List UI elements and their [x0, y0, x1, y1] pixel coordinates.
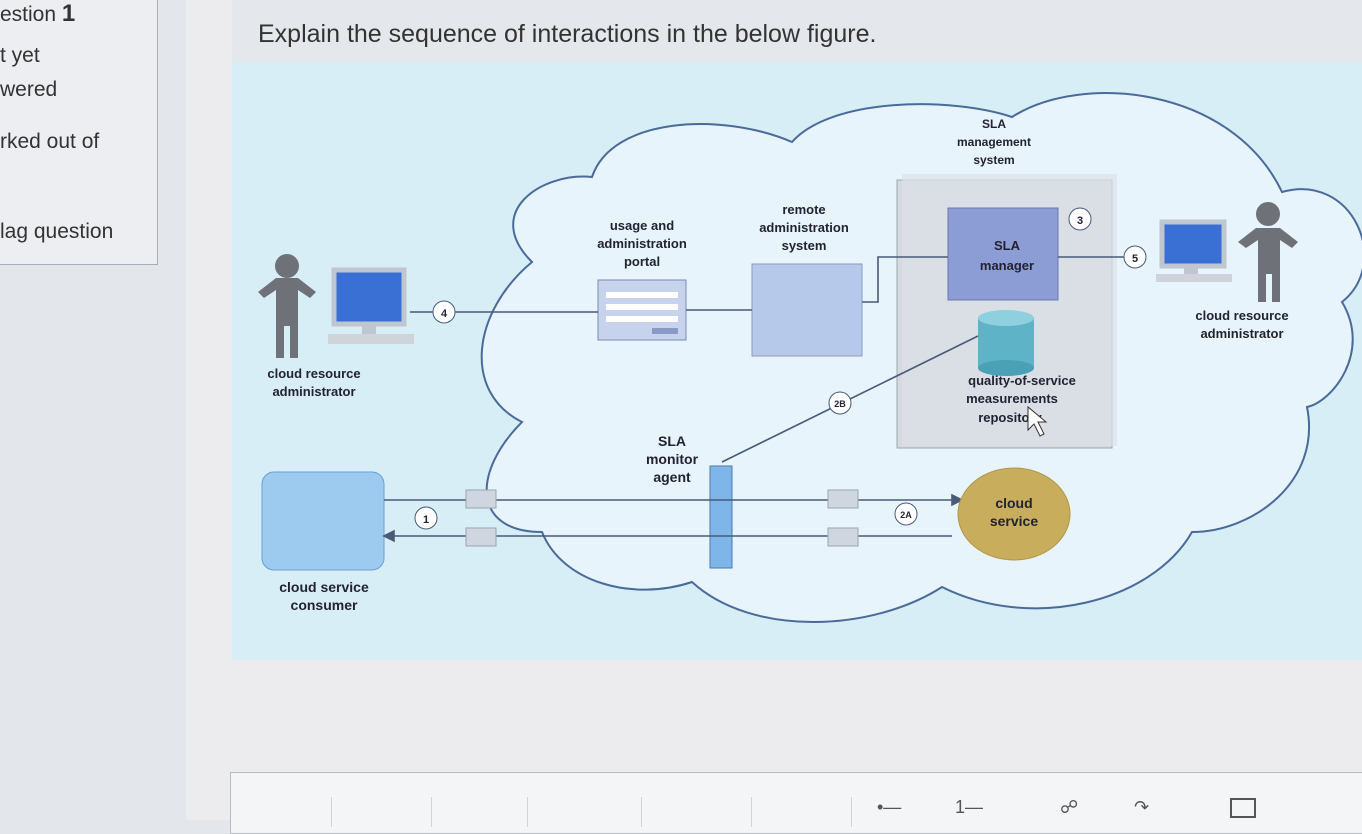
- svg-text:3: 3: [1077, 215, 1083, 227]
- portal-form-icon: [597, 279, 687, 341]
- consumer-label-0: cloud service: [279, 579, 369, 595]
- remote-label-2: system: [782, 238, 827, 253]
- remote-admin-box: [751, 263, 863, 357]
- unlink-icon[interactable]: ↷: [1134, 797, 1150, 817]
- sla-manager-label-1: manager: [980, 258, 1034, 273]
- svg-text:4: 4: [441, 308, 448, 320]
- toolbar-separator: [851, 797, 852, 827]
- admin-left-computer-icon: [328, 267, 414, 344]
- sla-manager-label-0: SLA: [994, 238, 1021, 253]
- remote-label-1: administration: [759, 220, 849, 235]
- numbered-list-icon[interactable]: 1—: [955, 797, 984, 817]
- qos-repository-cylinder: [978, 310, 1034, 376]
- image-icon[interactable]: [1230, 798, 1256, 818]
- admin-left-label-1: administrator: [272, 384, 355, 399]
- step-5-marker: 5: [1123, 245, 1147, 269]
- status-line-1: t yet: [0, 44, 40, 67]
- admin-right-label-0: cloud resource: [1195, 308, 1288, 323]
- admin-right-computer-icon: [1156, 219, 1232, 282]
- svg-text:5: 5: [1132, 253, 1138, 265]
- message-envelope-icons: [465, 489, 859, 547]
- sla-mgmt-label-2: system: [973, 153, 1014, 167]
- question-label: estion 1: [0, 0, 75, 28]
- monitor-label-2: agent: [653, 469, 691, 485]
- consumer-label-1: consumer: [291, 597, 358, 613]
- svg-text:2B: 2B: [834, 399, 846, 409]
- toolbar-separator: [527, 797, 528, 827]
- toolbar-separator: [751, 797, 752, 827]
- admin-left-person-icon: [258, 254, 316, 358]
- marked-out-of: rked out of: [0, 130, 100, 153]
- question-info-panel: estion 1 t yet wered rked out of lag que…: [0, 0, 158, 265]
- sla-mgmt-label-0: SLA: [982, 117, 1006, 131]
- sla-mgmt-label-1: management: [957, 135, 1031, 149]
- cloud-consumer-box: [261, 471, 385, 571]
- remote-label-0: remote: [782, 202, 825, 217]
- toolbar-separator: [641, 797, 642, 827]
- mouse-cursor-icon: [1027, 405, 1048, 437]
- sla-diagram: SLA management system SLA manager qualit…: [258, 92, 1362, 623]
- status-line-2: wered: [0, 78, 58, 101]
- service-label-0: cloud: [995, 495, 1032, 511]
- bullet-list-icon[interactable]: •—: [877, 797, 902, 817]
- portal-label-0: usage and: [610, 218, 674, 233]
- svg-text:1: 1: [423, 514, 429, 526]
- flag-question-link[interactable]: lag question: [0, 220, 114, 243]
- qos-label-0: quality-of-service: [968, 373, 1076, 388]
- portal-label-1: administration: [597, 236, 687, 251]
- admin-right-label-1: administrator: [1200, 326, 1283, 341]
- step-2B-marker: 2B: [828, 391, 852, 415]
- sla-manager-box: [947, 207, 1059, 301]
- answer-editor[interactable]: [230, 772, 1362, 834]
- admin-right-person-icon: [1238, 202, 1298, 302]
- question-figure: SLA management system SLA manager qualit…: [232, 62, 1362, 660]
- step-4-marker: 4: [432, 300, 456, 324]
- question-label-text: estion: [0, 3, 57, 26]
- step-2A-marker: 2A: [894, 502, 918, 526]
- toolbar-separator: [431, 797, 432, 827]
- toolbar-separator: [331, 797, 332, 827]
- question-number: 1: [61, 0, 76, 27]
- svg-text:2A: 2A: [900, 510, 912, 520]
- step-1-marker: 1: [414, 506, 438, 530]
- sla-monitor-agent-bar: [709, 465, 733, 569]
- question-text: Explain the sequence of interactions in …: [258, 20, 877, 48]
- cloud-service-ellipse: [957, 467, 1071, 561]
- step-3-marker: 3: [1068, 207, 1092, 231]
- qos-label-2: repository: [978, 410, 1042, 425]
- monitor-label-0: SLA: [658, 433, 686, 449]
- qos-label-1: measurements: [966, 391, 1058, 406]
- monitor-label-1: monitor: [646, 451, 699, 467]
- portal-label-2: portal: [624, 254, 660, 269]
- service-label-1: service: [990, 513, 1038, 529]
- link-icon[interactable]: ☍: [1060, 797, 1079, 817]
- admin-left-label-0: cloud resource: [267, 366, 360, 381]
